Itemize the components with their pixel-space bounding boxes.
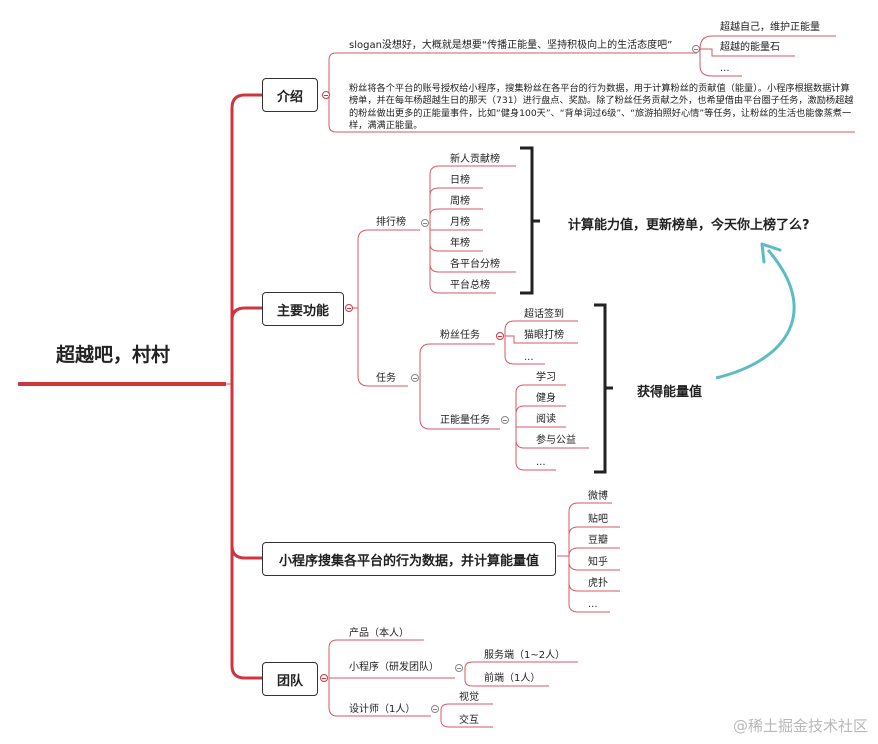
fan-tasks-label[interactable]: 粉丝任务 <box>440 330 480 341</box>
ranking-item[interactable]: 平台总榜 <box>450 280 490 291</box>
ranking-item[interactable]: 新人贡献榜 <box>450 154 500 165</box>
collect-title: 小程序搜集各平台的行为数据，并计算能量值 <box>278 553 539 569</box>
ranking-item[interactable]: 月榜 <box>450 217 470 228</box>
positive-task-item[interactable]: ... <box>536 457 546 468</box>
fan-task-item[interactable]: 猫眼打榜 <box>524 330 564 341</box>
tasks-label[interactable]: 任务 <box>376 373 396 384</box>
designer-item[interactable]: 视觉 <box>459 692 479 703</box>
collapse-icon[interactable] <box>455 664 463 672</box>
curved-arrow <box>715 249 796 380</box>
ranking-item[interactable]: 日榜 <box>450 175 470 186</box>
slogan-child-3[interactable]: ... <box>720 63 730 74</box>
collapse-icon[interactable] <box>496 332 504 340</box>
collapse-icon[interactable] <box>411 374 419 382</box>
intro-description[interactable]: 粉丝将各个平台的账号授权给小程序，搜集粉丝在各平台的行为数据，用于计算粉丝的贡献… <box>349 83 854 131</box>
team-topic[interactable]: 团队 <box>262 662 318 696</box>
platform-item[interactable]: 微博 <box>588 491 608 502</box>
features-title: 主要功能 <box>276 303 329 319</box>
intro-title: 介绍 <box>276 89 303 105</box>
collapse-icon[interactable] <box>345 304 353 312</box>
features-topic[interactable]: 主要功能 <box>262 292 344 326</box>
ranking-item[interactable]: 周榜 <box>450 196 470 207</box>
ranking-label[interactable]: 排行榜 <box>376 217 406 228</box>
platform-item[interactable]: 豆瓣 <box>588 535 608 546</box>
collapse-icon[interactable] <box>421 219 429 227</box>
ranking-bracket <box>520 146 534 295</box>
team-title: 团队 <box>276 673 303 689</box>
ranking-item[interactable]: 年榜 <box>450 238 470 249</box>
platform-item[interactable]: 知乎 <box>588 557 608 568</box>
collapse-icon[interactable] <box>692 45 700 53</box>
ranking-item[interactable]: 各平台分榜 <box>450 259 500 270</box>
slogan-child-2[interactable]: 超越的能量石 <box>720 42 780 53</box>
collapse-icon[interactable] <box>501 416 509 424</box>
slogan-child-1[interactable]: 超越自己，维护正能量 <box>720 22 820 33</box>
positive-task-item[interactable]: 健身 <box>536 393 556 404</box>
fan-task-item[interactable]: 超话签到 <box>524 309 564 320</box>
miniapp-item[interactable]: 前端（1人） <box>484 673 541 684</box>
intro-topic[interactable]: 介绍 <box>262 78 318 112</box>
tasks-bracket <box>594 303 607 474</box>
positive-tasks-label[interactable]: 正能量任务 <box>440 415 490 426</box>
positive-task-item[interactable]: 参与公益 <box>536 435 576 446</box>
watermark: @稀土掘金技术社区 <box>732 717 868 735</box>
collapse-icon[interactable] <box>431 705 439 713</box>
platform-item[interactable]: 贴吧 <box>588 514 608 525</box>
fan-task-item[interactable]: ... <box>524 352 534 363</box>
collect-topic[interactable]: 小程序搜集各平台的行为数据，并计算能量值 <box>262 542 556 576</box>
positive-task-item[interactable]: 学习 <box>536 372 556 383</box>
collapse-icon[interactable] <box>320 674 328 682</box>
miniapp-item[interactable]: 服务端（1~2人） <box>484 650 566 661</box>
curved-arrow-head <box>760 242 782 264</box>
slogan-text[interactable]: slogan没想好，大概就是想要“传播正能量、坚持积极向上的生活态度吧” <box>349 40 673 51</box>
root-topic[interactable]: 超越吧，村村 <box>56 344 171 366</box>
collapse-icon[interactable] <box>322 91 330 99</box>
tasks-callout: 获得能量值 <box>637 385 703 400</box>
positive-task-item[interactable]: 阅读 <box>536 414 556 425</box>
platform-item[interactable]: ... <box>588 599 598 610</box>
team-designer[interactable]: 设计师（1人） <box>349 704 416 715</box>
designer-item[interactable]: 交互 <box>459 715 479 726</box>
team-product[interactable]: 产品（本人） <box>349 628 409 639</box>
team-miniapp[interactable]: 小程序（研发团队） <box>349 662 439 673</box>
platform-item[interactable]: 虎扑 <box>588 578 608 589</box>
ranking-callout: 计算能力值，更新榜单，今天你上榜了么? <box>568 218 810 233</box>
